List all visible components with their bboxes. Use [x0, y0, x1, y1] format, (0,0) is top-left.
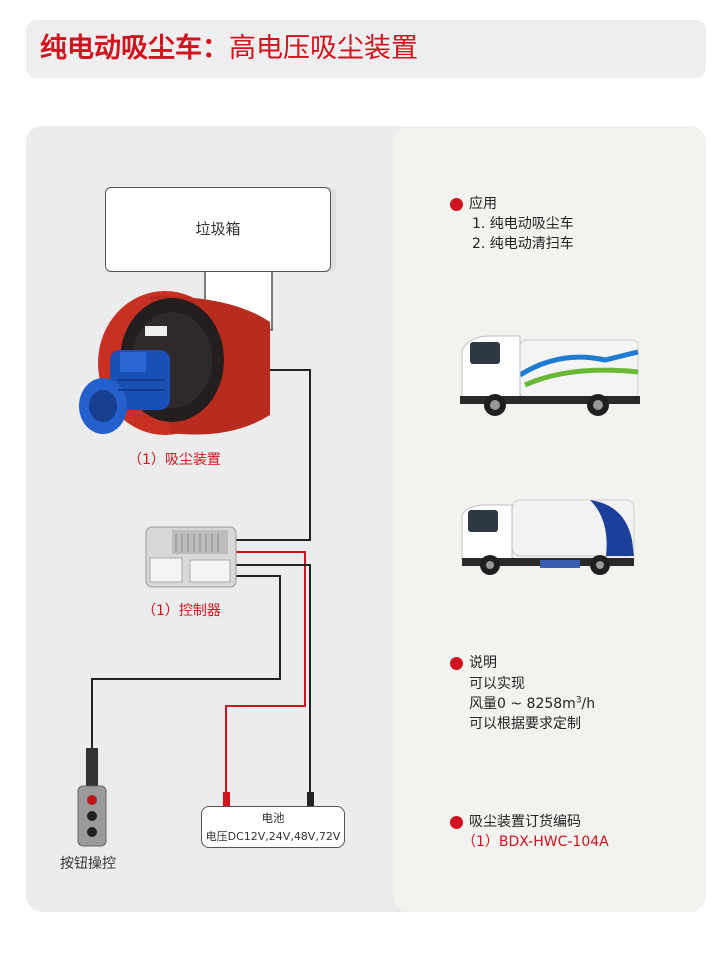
application-heading: 应用 — [469, 196, 497, 212]
title-main: 纯电动吸尘车 — [40, 33, 202, 64]
notes-line-2: 风量0 ~ 8258m3/h — [469, 695, 595, 714]
bullet-icon — [450, 657, 463, 670]
battery-negative-terminal — [307, 792, 314, 806]
unit-superscript: 3 — [575, 695, 582, 706]
battery-box: 电池 电压DC12V,24V,48V,72V — [201, 806, 345, 848]
garbage-bin-box: 垃圾箱 — [105, 187, 331, 272]
notes-line-1: 可以实现 — [469, 676, 525, 692]
page-title: 纯电动吸尘车：高电压吸尘装置 — [40, 30, 418, 68]
bullet-icon — [450, 198, 463, 211]
order-heading: 吸尘装置订货编码 — [469, 814, 581, 830]
truck-image-sweeper-1 — [460, 335, 640, 416]
button-control-label: 按钮操控 — [60, 856, 116, 872]
notes-line-3: 可以根据要求定制 — [469, 716, 581, 732]
wiring — [91, 369, 311, 792]
battery-title: 电池 — [261, 811, 285, 825]
header-bar: 纯电动吸尘车：高电压吸尘装置 — [26, 20, 706, 78]
button-box-image — [77, 748, 107, 847]
bullet-icon — [450, 816, 463, 829]
application-item-2: 2. 纯电动清扫车 — [472, 236, 574, 252]
notes-heading: 说明 — [469, 655, 497, 671]
truck-image-sweeper-2 — [461, 499, 635, 575]
controller-image — [145, 526, 237, 588]
battery-positive-terminal — [223, 792, 230, 806]
dust-device-image — [79, 291, 270, 435]
battery-voltage: 电压DC12V,24V,48V,72V — [205, 830, 341, 843]
title-separator: ： — [202, 33, 229, 64]
title-sub: 高电压吸尘装置 — [229, 33, 418, 64]
dust-device-label: （1）吸尘装置 — [128, 452, 221, 468]
unit-tail: /h — [581, 696, 596, 712]
controller-label: （1）控制器 — [142, 603, 221, 619]
order-code: （1）BDX-HWC-104A — [462, 834, 609, 850]
application-item-1: 1. 纯电动吸尘车 — [472, 216, 574, 232]
garbage-bin-label: 垃圾箱 — [195, 220, 241, 238]
airflow-range: 风量0 ~ 8258m — [469, 696, 576, 712]
